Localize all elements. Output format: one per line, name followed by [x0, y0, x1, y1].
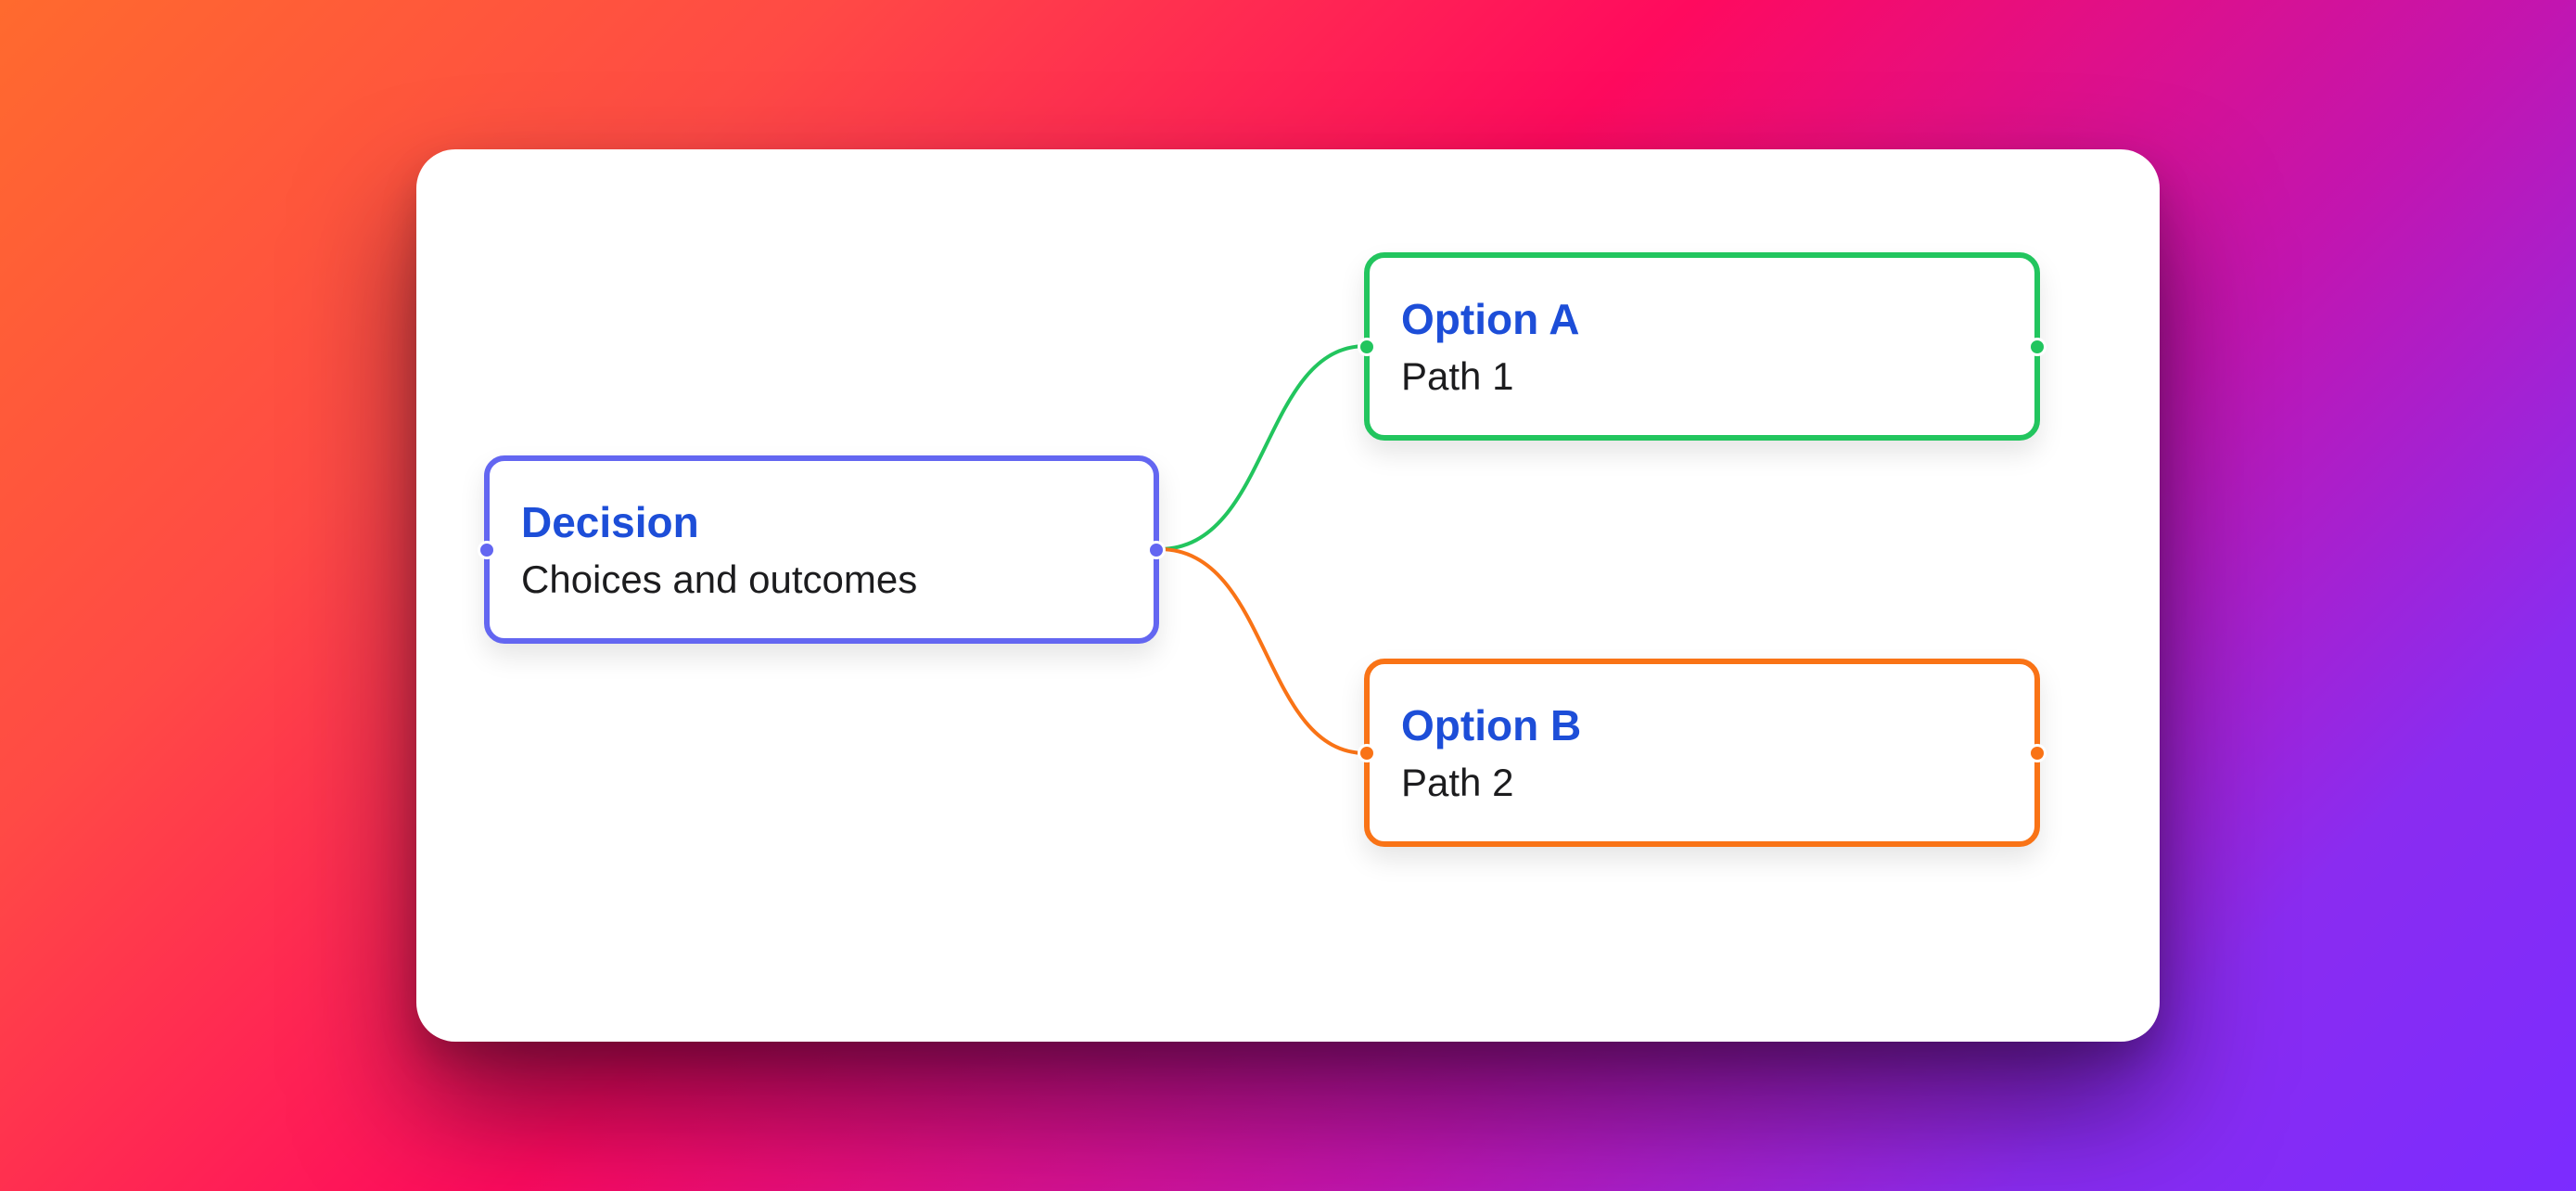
node-title: Decision: [521, 498, 699, 546]
target-handle[interactable]: [1358, 743, 1376, 762]
source-handle[interactable]: [1147, 540, 1166, 559]
node-option-a[interactable]: Option A Path 1: [1358, 252, 2047, 441]
node-subtitle: Choices and outcomes: [521, 557, 918, 601]
node-title: Option A: [1401, 295, 1580, 343]
source-handle[interactable]: [2028, 743, 2047, 762]
source-handle[interactable]: [2028, 337, 2047, 356]
node-title: Option B: [1401, 701, 1582, 749]
node-option-b[interactable]: Option B Path 2: [1358, 659, 2047, 847]
node-subtitle: Path 1: [1401, 354, 1514, 398]
target-handle[interactable]: [478, 540, 496, 559]
node-decision[interactable]: Decision Choices and outcomes: [478, 455, 1166, 644]
node-subtitle: Path 2: [1401, 761, 1514, 804]
target-handle[interactable]: [1358, 337, 1376, 356]
